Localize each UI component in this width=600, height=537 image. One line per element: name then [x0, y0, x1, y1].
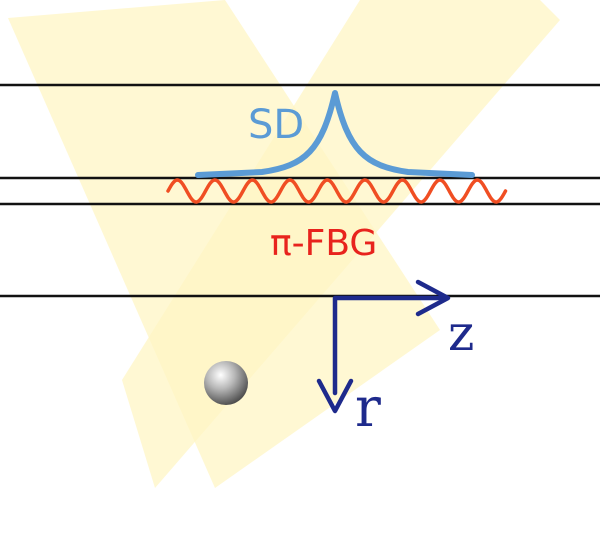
fbg-grating-wave — [166, 178, 508, 204]
z-axis-line — [332, 295, 449, 396]
fiber-lines — [0, 83, 600, 298]
sd-peak-curve — [195, 90, 475, 178]
arrow-right-icon — [415, 279, 451, 317]
sd-label: SD — [248, 102, 304, 148]
fbg-label: π-FBG — [270, 223, 377, 264]
z-axis-label: z — [448, 304, 474, 362]
gray-sphere-icon — [204, 361, 248, 405]
arrow-down-icon — [316, 378, 354, 414]
coordinate-axes — [316, 279, 451, 414]
r-axis-label: r — [355, 376, 381, 439]
